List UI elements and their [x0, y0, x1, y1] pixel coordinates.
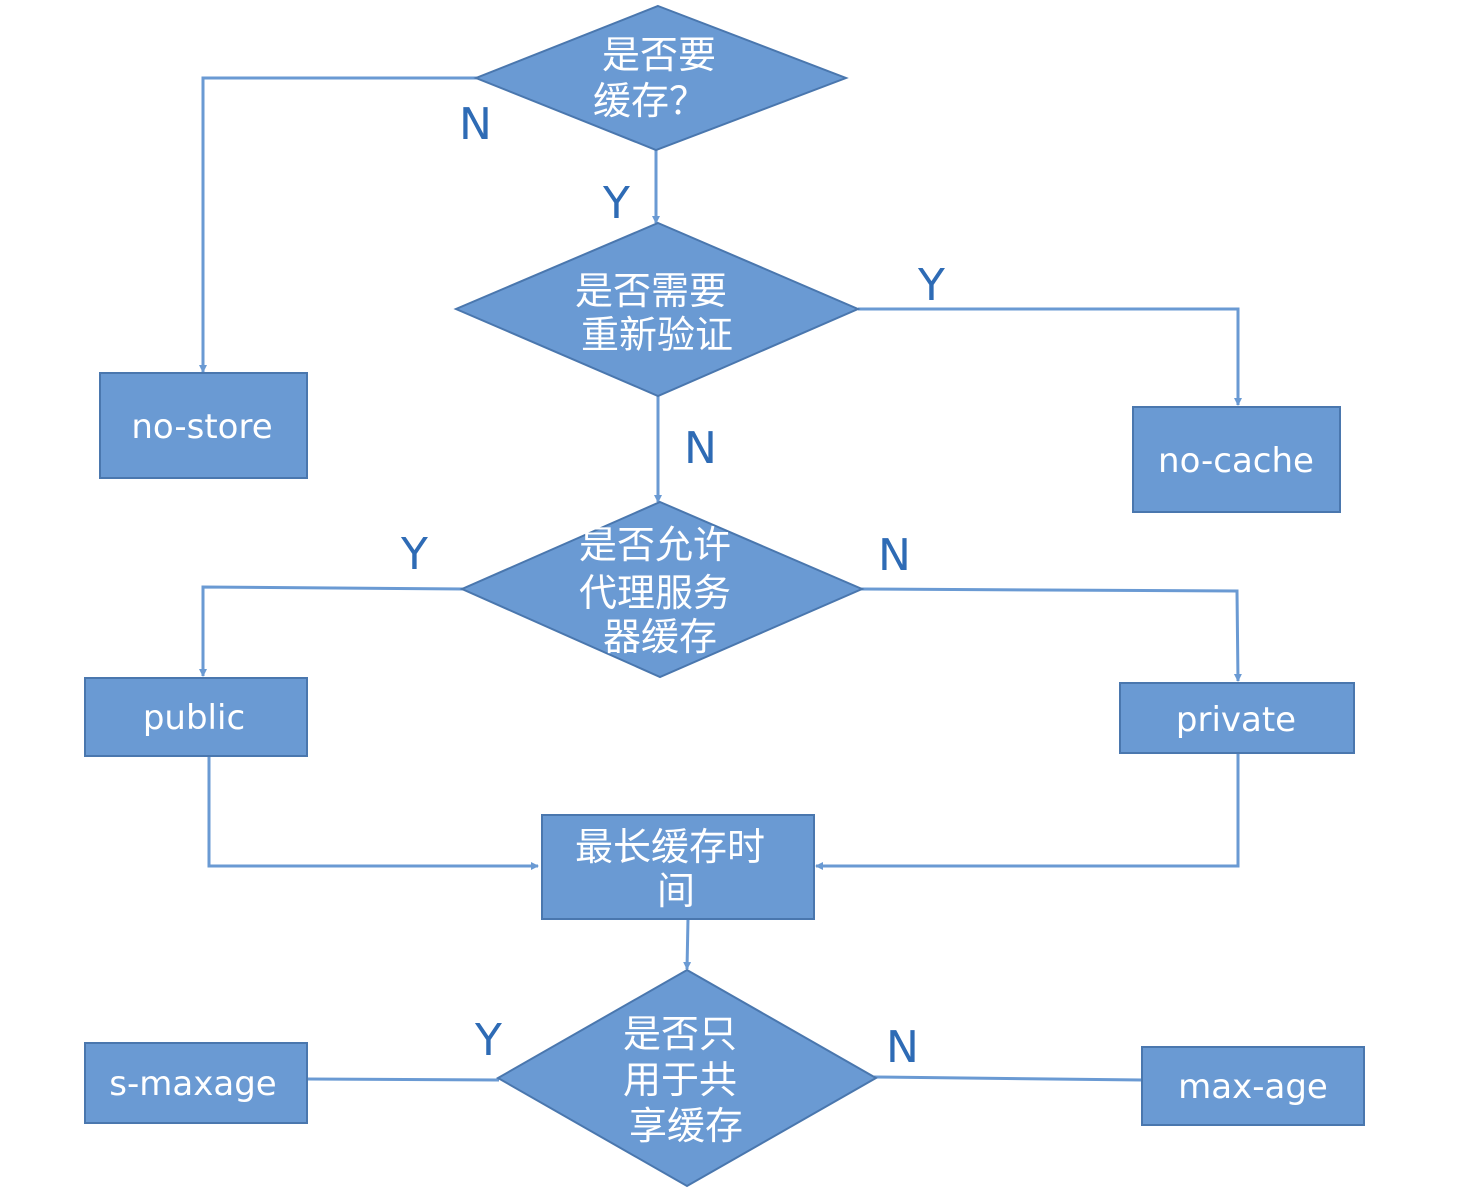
node-label: no-cache — [1158, 441, 1314, 481]
decision-line: 是否只 — [623, 1012, 737, 1056]
node-label: max-age — [1178, 1067, 1328, 1107]
node-max-age: max-age — [1141, 1046, 1365, 1126]
decision-cache: 是否要 缓存？ — [473, 4, 849, 152]
decision-line: 代理服务 — [579, 571, 731, 615]
edge-public-to-maxtime — [207, 756, 539, 870]
decision-line: 重新验证 — [581, 313, 733, 357]
node-box — [84, 677, 308, 757]
decision-line: 是否允许 — [579, 523, 731, 567]
node-label: s-maxage — [109, 1064, 276, 1104]
edge-shared-to-smaxage — [306, 1077, 500, 1082]
node-public: public — [84, 677, 308, 757]
edge-labels: N Y Y N Y N Y N — [400, 99, 945, 1073]
edge-label: N — [684, 423, 717, 474]
edge-label: N — [459, 99, 492, 150]
node-box — [541, 814, 815, 920]
edge-proxy-to-public — [199, 585, 465, 677]
decision-text: 是否要 缓存？ — [593, 33, 728, 123]
decision-diamond — [473, 4, 849, 152]
decision-line: 是否需要 — [575, 269, 727, 313]
decision-text: 是否允许 代理服务 器缓存 — [579, 523, 743, 659]
edge-shared-to-maxage — [873, 1075, 1143, 1082]
decision-diamond — [495, 968, 879, 1188]
node-box — [1119, 682, 1355, 754]
node-label: no-store — [131, 407, 272, 447]
node-box — [84, 1042, 308, 1124]
node-private: private — [1119, 682, 1355, 754]
decision-text: 是否只 用于共 享缓存 — [623, 1012, 749, 1148]
node-box — [99, 372, 308, 479]
edge-cache-to-nostore — [199, 76, 478, 373]
node-line: 间 — [657, 869, 695, 913]
node-max-time: 最长缓存时 间 — [541, 814, 815, 920]
decision-line: 缓存？ — [593, 79, 707, 123]
edges — [199, 76, 1242, 1082]
decision-diamond — [453, 221, 861, 398]
node-label: public — [143, 698, 245, 738]
decision-line: 器缓存 — [603, 615, 717, 659]
edge-maxtime-to-shared — [683, 918, 692, 970]
decision-diamond — [459, 500, 865, 679]
decision-proxy: 是否允许 代理服务 器缓存 — [459, 500, 865, 679]
node-s-maxage: s-maxage — [84, 1042, 308, 1124]
edge-revalidate-to-nocache — [858, 307, 1242, 406]
node-no-cache: no-cache — [1132, 406, 1341, 513]
edge-label: N — [878, 530, 911, 581]
node-line: 最长缓存时 — [575, 825, 765, 869]
decision-text: 是否需要 重新验证 — [575, 269, 739, 357]
decision-line: 享缓存 — [629, 1104, 743, 1148]
node-label: 最长缓存时 间 — [575, 825, 777, 913]
edge-proxy-to-private — [859, 587, 1242, 682]
edge-private-to-maxtime — [815, 753, 1240, 870]
decision-line: 是否要 — [602, 33, 716, 77]
edge-label: Y — [400, 529, 428, 580]
edge-label: Y — [602, 178, 630, 229]
edge-label: Y — [917, 260, 945, 311]
decision-revalidate: 是否需要 重新验证 — [453, 221, 861, 398]
node-no-store: no-store — [99, 372, 308, 479]
node-box — [1132, 406, 1341, 513]
decision-line: 用于共 — [623, 1058, 737, 1102]
decision-shared: 是否只 用于共 享缓存 — [495, 968, 879, 1188]
edge-label: Y — [474, 1015, 502, 1066]
edge-label: N — [886, 1022, 919, 1073]
node-label: private — [1176, 700, 1296, 740]
node-box — [1141, 1046, 1365, 1126]
